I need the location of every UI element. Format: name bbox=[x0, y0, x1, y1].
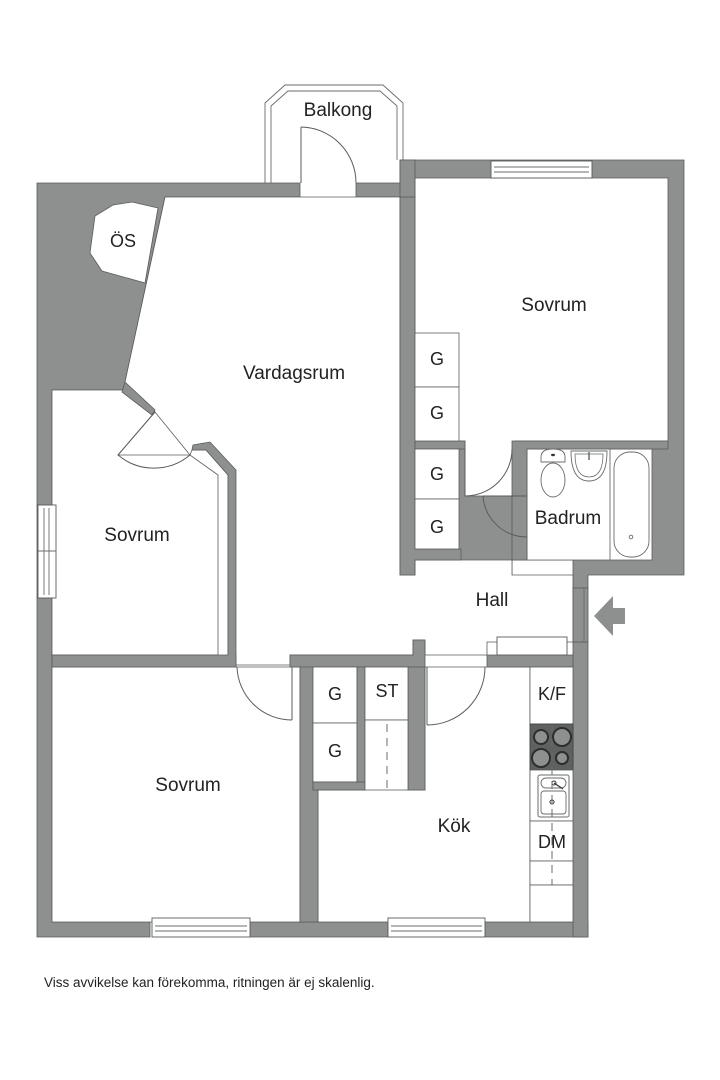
kok-label: Kök bbox=[438, 816, 471, 837]
closet-label: G bbox=[430, 403, 444, 423]
closet-st bbox=[364, 666, 409, 721]
sovrum-left-label: Sovrum bbox=[104, 525, 169, 546]
washbasin-icon bbox=[570, 450, 608, 482]
closet-g3 bbox=[414, 448, 460, 500]
closet-label: G bbox=[328, 684, 342, 704]
bathtub-icon bbox=[613, 451, 650, 558]
vardagsrum-label: Vardagsrum bbox=[243, 363, 345, 384]
os-label: ÖS bbox=[110, 231, 136, 251]
sink-icon bbox=[537, 774, 570, 818]
closet-g2 bbox=[414, 386, 460, 442]
kitchen-fixtures: K/F DM bbox=[529, 666, 574, 923]
window-sovrum-top-right bbox=[490, 160, 593, 179]
door-balkong bbox=[300, 126, 357, 184]
closet-label: G bbox=[430, 349, 444, 369]
closet-label: G bbox=[430, 464, 444, 484]
hall-shelf bbox=[496, 636, 568, 656]
disclaimer-text: Viss avvikelse kan förekomma, ritningen … bbox=[44, 975, 375, 990]
door-badrum bbox=[482, 495, 528, 538]
closet-g4 bbox=[414, 498, 460, 550]
sovrum-bottom-label: Sovrum bbox=[155, 775, 220, 796]
closet-label: G bbox=[328, 741, 342, 761]
closets: G G G G G G ST bbox=[312, 332, 460, 791]
kf-label: K/F bbox=[538, 684, 566, 704]
entrance-arrow-icon bbox=[594, 596, 625, 636]
sovrum-top-right-label: Sovrum bbox=[521, 295, 586, 316]
windows bbox=[37, 160, 593, 938]
toilet-icon bbox=[540, 448, 566, 498]
fridge-freezer bbox=[529, 666, 574, 725]
os-shaft: ÖS bbox=[89, 201, 159, 284]
window-sovrum-bottom bbox=[151, 917, 251, 938]
hall-label: Hall bbox=[476, 590, 509, 611]
window-sovrum-left bbox=[37, 504, 57, 599]
closet-label: ST bbox=[375, 681, 398, 701]
closet-g6 bbox=[312, 722, 358, 783]
room-labels: Balkong Vardagsrum Sovrum Sovrum Sovrum … bbox=[104, 100, 601, 837]
doors bbox=[117, 126, 528, 726]
window-kok bbox=[387, 917, 486, 938]
balkong-label: Balkong bbox=[304, 100, 373, 121]
bathroom-fixtures bbox=[540, 448, 650, 560]
door-kok bbox=[426, 666, 486, 726]
door-sovrum-top-right bbox=[464, 448, 513, 497]
balcony bbox=[264, 84, 404, 183]
badrum-label: Badrum bbox=[535, 508, 602, 529]
door-sovrum-bottom bbox=[236, 666, 293, 721]
door-sovrum-left bbox=[117, 411, 191, 469]
closet-label: G bbox=[430, 517, 444, 537]
